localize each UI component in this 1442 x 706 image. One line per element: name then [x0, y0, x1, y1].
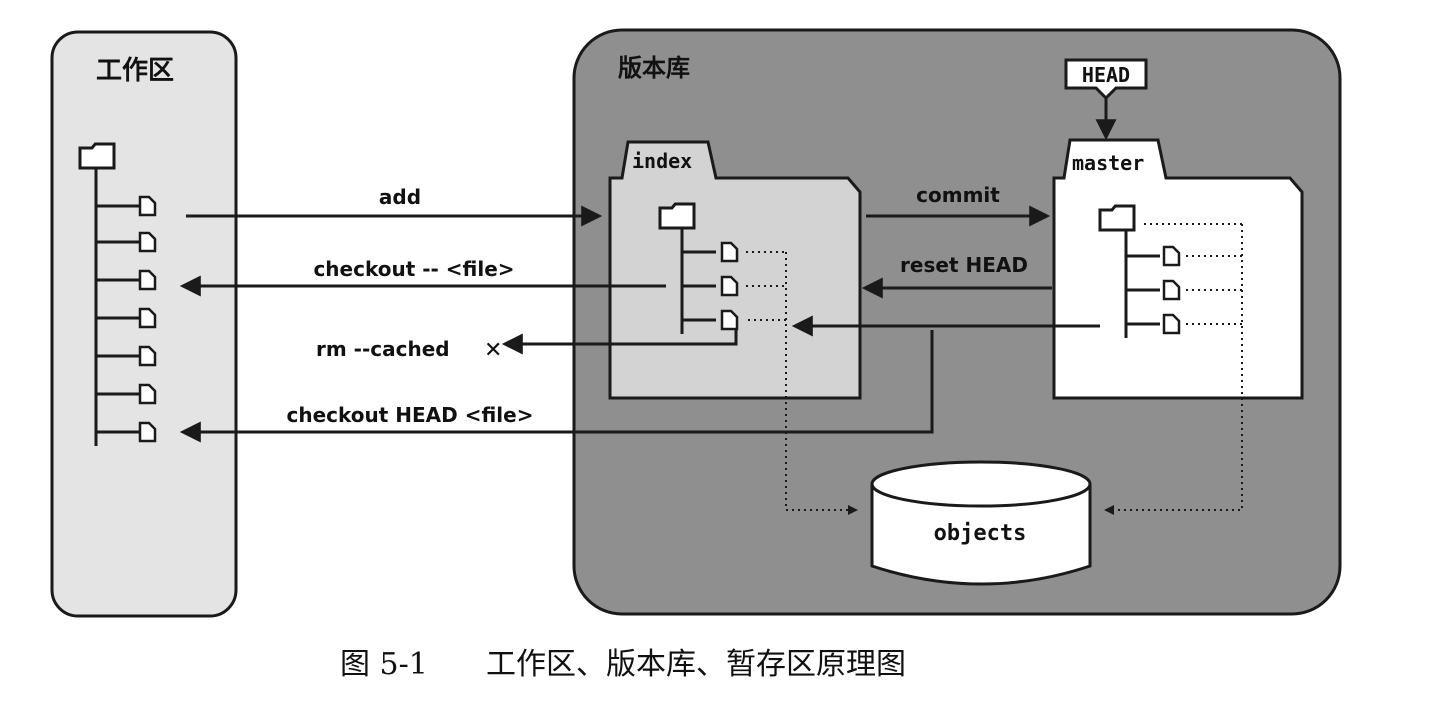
add-label: add — [379, 185, 421, 209]
master-folder: master — [1052, 138, 1304, 400]
checkout-head-file-label: checkout HEAD <file> — [287, 403, 534, 427]
rm-cached-cross-icon: ✕ — [484, 338, 502, 363]
file-icon — [138, 307, 157, 329]
objects-label: objects — [934, 521, 1027, 546]
folder-icon — [658, 202, 696, 230]
file-icon — [1162, 245, 1181, 267]
rm-cached-arrow — [501, 330, 738, 355]
file-icon — [720, 309, 739, 331]
workspace-title: 工作区 — [96, 56, 174, 86]
reset-head-label: reset HEAD — [900, 253, 1028, 277]
file-icon — [138, 345, 157, 367]
file-icon — [138, 231, 157, 253]
command-arrows — [179, 205, 1100, 443]
object-links — [746, 223, 1243, 515]
repository-title: 版本库 — [618, 54, 690, 82]
index-folder-label: index — [632, 149, 692, 173]
folder-icon — [78, 142, 116, 170]
file-trees — [78, 142, 1181, 446]
file-icon — [720, 275, 739, 297]
objects-store: objects — [870, 460, 1092, 586]
rm-cached-label: rm --cached — [316, 337, 450, 361]
checkout-head-file-arrow — [179, 330, 934, 443]
file-icon — [138, 383, 157, 405]
checkout-file-label: checkout -- <file> — [313, 257, 514, 281]
head-tag-label: HEAD — [1082, 63, 1130, 87]
file-icon — [1162, 279, 1181, 301]
master-folder-label: master — [1072, 151, 1144, 175]
file-icon — [138, 421, 157, 443]
head-tag: HEAD — [1064, 58, 1148, 101]
file-icon — [138, 269, 157, 291]
commit-label: commit — [916, 183, 1000, 207]
folder-icon — [1098, 204, 1136, 232]
file-icon — [720, 241, 739, 263]
file-icon — [1162, 313, 1181, 335]
file-icon — [138, 195, 157, 217]
figure-caption: 工作区、版本库、暂存区原理图 — [486, 647, 906, 682]
index-folder: index — [608, 140, 862, 400]
figure-number: 图 5-1 — [340, 647, 428, 682]
